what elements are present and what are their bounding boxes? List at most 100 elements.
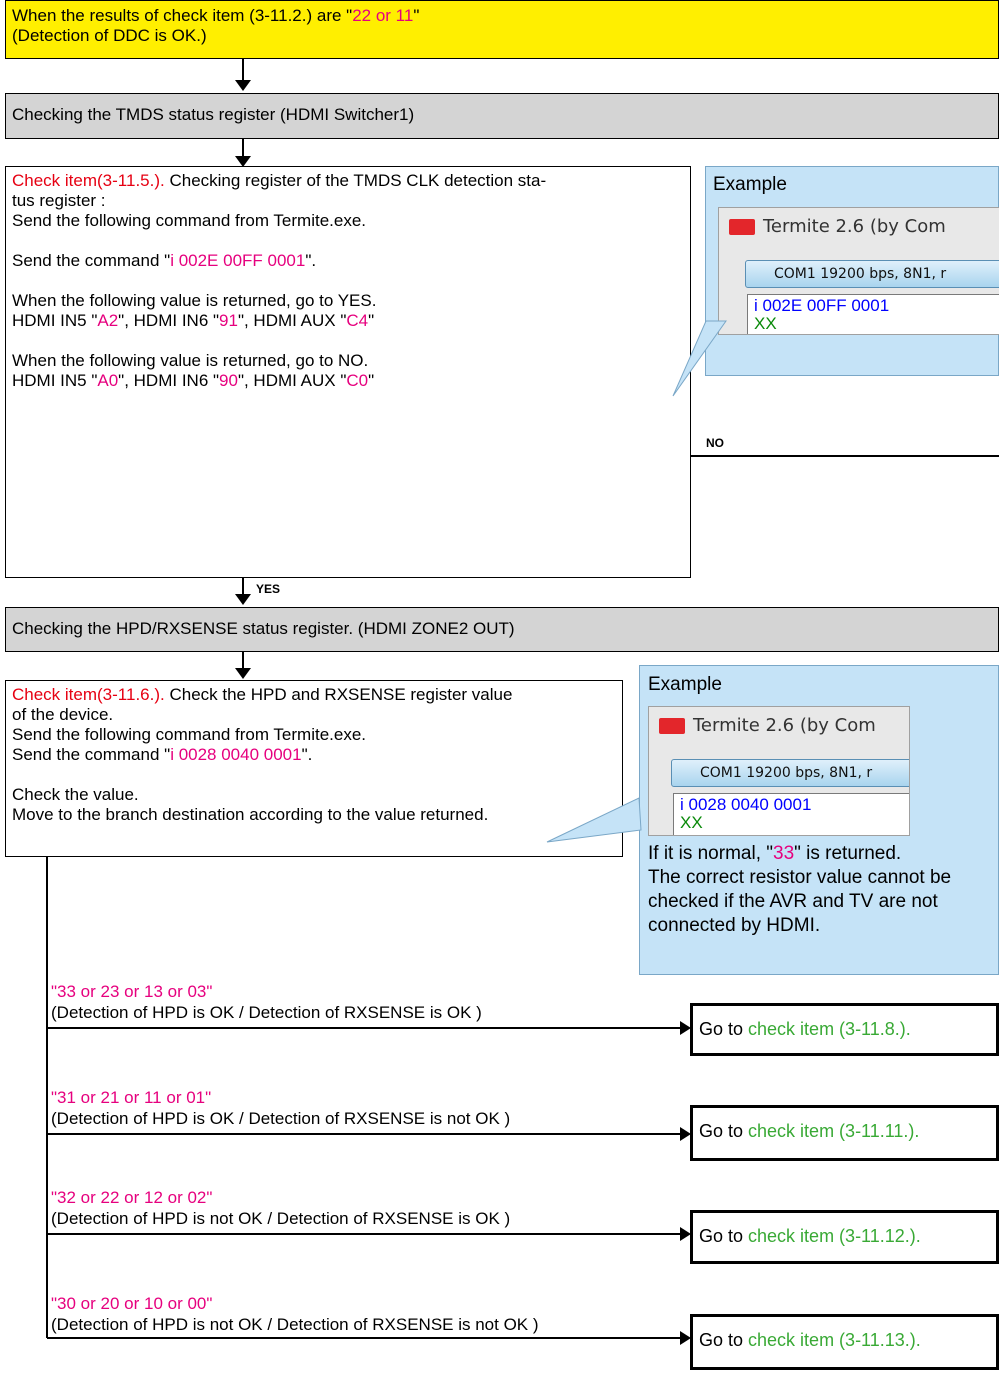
- flow-line: [242, 59, 244, 83]
- termite-output: i 0028 0040 0001 XX: [673, 793, 909, 835]
- tmds-check-item-ref: Check item(3-11.5.).: [12, 171, 165, 190]
- branch-4-condition: "30 or 20 or 10 or 00" (Detection of HPD…: [51, 1293, 539, 1335]
- label-in6: ", HDMI IN6 ": [118, 371, 220, 390]
- value-aux-yes: C4: [346, 311, 369, 330]
- tmds-check-desc: Checking register of the TMDS CLK detect…: [164, 171, 547, 190]
- termite-output: i 002E 00FF 0001 XX: [747, 294, 999, 334]
- termite-app-icon: [659, 718, 685, 734]
- note-value: 33: [773, 843, 795, 864]
- tmds-heading: Checking the TMDS status register (HDMI …: [12, 105, 415, 124]
- quote-close: ": [205, 1088, 212, 1107]
- goto-item-link[interactable]: check item (3-11.13.).: [748, 1330, 921, 1350]
- com-settings-label: COM1 19200 bps, 8N1, r: [700, 765, 873, 781]
- tmds-check-box: Check item(3-11.5.). Checking register o…: [5, 166, 691, 578]
- note-prefix: If it is normal, ": [648, 843, 773, 864]
- hpd-check-desc: Check the HPD and RXSENSE register value: [164, 685, 513, 704]
- branch-4-line: [47, 1337, 683, 1339]
- tmds-cmd-prefix: Send the command ": [12, 251, 171, 270]
- goto-prefix: Go to: [699, 1226, 749, 1246]
- callout-pointer: [672, 320, 727, 397]
- branch-3-arrow: [680, 1227, 691, 1241]
- quote-end: ": [368, 371, 375, 390]
- branch-1-arrow: [680, 1021, 691, 1035]
- branch-values: 32 or 22 or 12 or 02: [57, 1188, 207, 1207]
- branch-trunk: [46, 857, 48, 1253]
- termite-window: Termite 2.6 (by Com COM1 19200 bps, 8N1,…: [718, 207, 999, 335]
- hpd-send-instruction: Send the following command from Termite.…: [12, 725, 367, 744]
- termite-title-bar: Termite 2.6 (by Com: [659, 715, 876, 736]
- goto-item-link[interactable]: check item (3-11.12.).: [748, 1226, 921, 1246]
- branch-desc: (Detection of HPD is OK / Detection of R…: [51, 1109, 511, 1128]
- flow-arrow: [235, 668, 251, 679]
- branch-2-line: [47, 1133, 683, 1135]
- termite-app-icon: [729, 219, 755, 235]
- yes-label: YES: [256, 582, 281, 596]
- termite-output-cmd: i 0028 0040 0001: [680, 795, 812, 814]
- branch-desc: (Detection of HPD is OK / Detection of R…: [51, 1003, 482, 1022]
- flow-line: [242, 578, 244, 595]
- label-aux: ", HDMI AUX ": [237, 371, 347, 390]
- start-condition-note: (Detection of DDC is OK.): [12, 26, 207, 45]
- example-label: Example: [713, 174, 787, 195]
- start-condition-text: When the results of check item (3-11.2.)…: [12, 6, 353, 25]
- example-label: Example: [648, 674, 722, 695]
- branch-values: 31 or 21 or 11 or 01: [57, 1088, 206, 1107]
- quote-open: ": [51, 1088, 58, 1107]
- quote-end: ": [368, 311, 375, 330]
- flow-arrow: [235, 156, 251, 167]
- label-in5: HDMI IN5 ": [12, 311, 98, 330]
- goto-item-link[interactable]: check item (3-11.11.).: [748, 1121, 920, 1141]
- branch-4-arrow: [680, 1331, 691, 1345]
- start-condition-value: 22 or 11: [352, 6, 414, 25]
- termite-window: Termite 2.6 (by Com COM1 19200 bps, 8N1,…: [648, 706, 910, 836]
- quote-close: ": [206, 1188, 213, 1207]
- flow-arrow: [235, 80, 251, 91]
- tmds-no-condition: When the following value is returned, go…: [12, 351, 369, 370]
- quote-open: ": [51, 1188, 58, 1207]
- value-in6-yes: 91: [219, 311, 238, 330]
- value-in5-no: A0: [97, 371, 119, 390]
- termite-window-title: Termite 2.6 (by Com: [763, 216, 946, 237]
- goto-prefix: Go to: [699, 1019, 749, 1039]
- label-in6: ", HDMI IN6 ": [118, 311, 220, 330]
- termite-output-resp: XX: [754, 314, 777, 333]
- value-in5-yes: A2: [97, 311, 119, 330]
- termite-output-resp: XX: [680, 813, 703, 832]
- quote-close: ": [206, 982, 213, 1001]
- value-in6-no: 90: [219, 371, 238, 390]
- hpd-check-desc-cont: of the device.: [12, 705, 114, 724]
- note-line: connected by HDMI.: [648, 915, 821, 936]
- goto-box-2: Go to check item (3-11.11.).: [690, 1105, 999, 1161]
- example-note: If it is normal, "33" is returned. The c…: [648, 842, 951, 938]
- value-aux-no: C0: [346, 371, 369, 390]
- branch-3-condition: "32 or 22 or 12 or 02" (Detection of HPD…: [51, 1187, 510, 1229]
- tmds-no-values: HDMI IN5 "A0", HDMI IN6 "90", HDMI AUX "…: [12, 371, 684, 391]
- branch-2-arrow: [680, 1127, 691, 1141]
- goto-item-link[interactable]: check item (3-11.8.).: [748, 1019, 911, 1039]
- branch-2-condition: "31 or 21 or 11 or 01" (Detection of HPD…: [51, 1087, 510, 1129]
- branch-values: 33 or 23 or 13 or 03: [57, 982, 207, 1001]
- example-callout-hpd: Example Termite 2.6 (by Com COM1 19200 b…: [639, 665, 999, 975]
- goto-prefix: Go to: [699, 1121, 749, 1141]
- hpd-cmd-suffix: ".: [301, 745, 313, 764]
- label-in5: HDMI IN5 ": [12, 371, 98, 390]
- no-label: NO: [706, 436, 724, 450]
- com-settings-label: COM1 19200 bps, 8N1, r: [774, 266, 947, 282]
- goto-prefix: Go to: [699, 1330, 749, 1350]
- branch-1-condition: "33 or 23 or 13 or 03" (Detection of HPD…: [51, 981, 482, 1023]
- com-settings-button[interactable]: COM1 19200 bps, 8N1, r: [745, 260, 999, 288]
- quote-close: ": [206, 1294, 213, 1313]
- branch-trunk-ext: [46, 1253, 48, 1338]
- tmds-command: i 002E 00FF 0001: [170, 251, 306, 270]
- start-condition-box: When the results of check item (3-11.2.)…: [5, 0, 999, 59]
- hpd-heading: Checking the HPD/RXSENSE status register…: [12, 619, 515, 638]
- hpd-check-item-ref: Check item(3-11.6.).: [12, 685, 165, 704]
- com-settings-button[interactable]: COM1 19200 bps, 8N1, r: [671, 759, 909, 787]
- example-callout-tmds: Example Termite 2.6 (by Com COM1 19200 b…: [705, 166, 999, 376]
- goto-box-4: Go to check item (3-11.13.).: [690, 1314, 999, 1370]
- tmds-yes-condition: When the following value is returned, go…: [12, 291, 377, 310]
- termite-title-bar: Termite 2.6 (by Com: [729, 216, 946, 237]
- start-condition-quote: ": [413, 6, 420, 25]
- goto-box-3: Go to check item (3-11.12.).: [690, 1210, 999, 1264]
- quote-open: ": [51, 1294, 58, 1313]
